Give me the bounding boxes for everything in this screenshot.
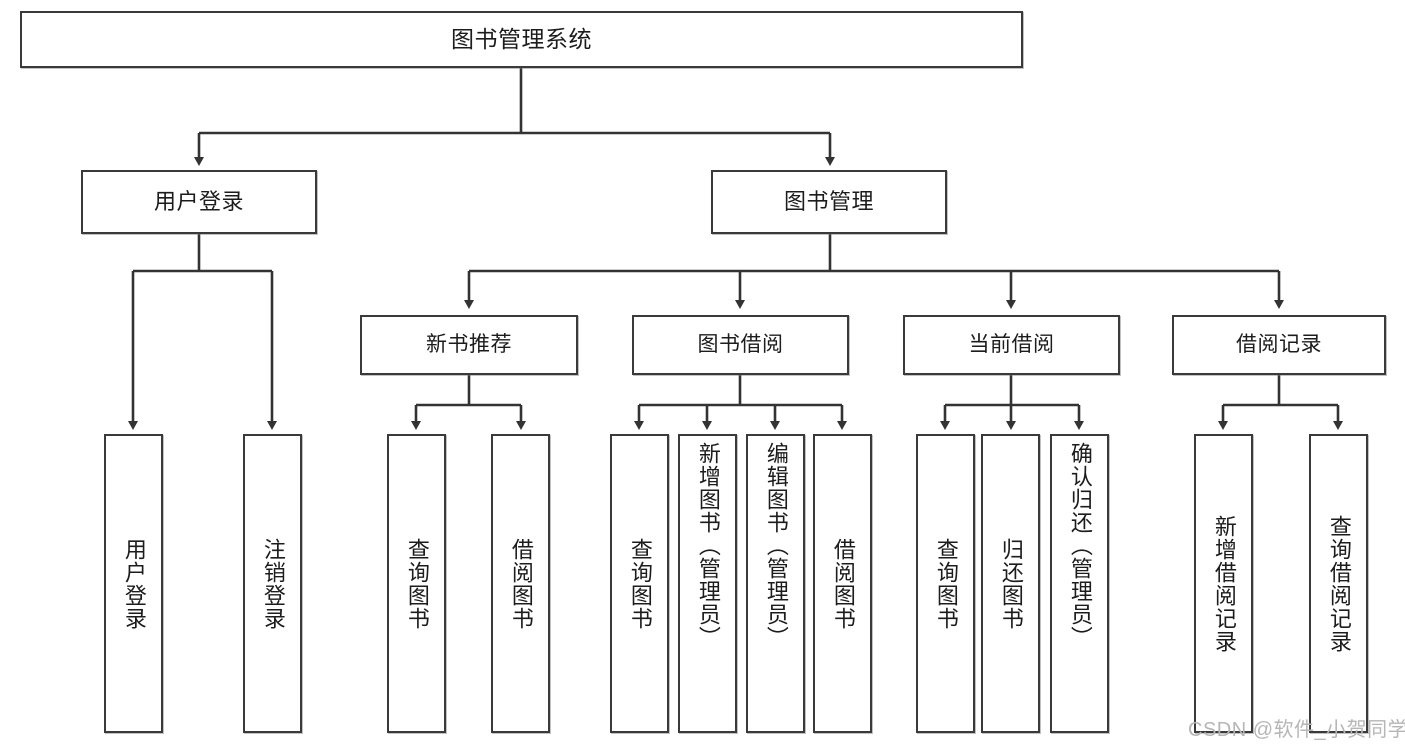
- node-label: 编辑图书（管理员）: [763, 442, 789, 649]
- leaf-book-borrow-borrow[interactable]: 借阅图书: [813, 434, 872, 733]
- leaf-current-borrow-confirm-return[interactable]: 确认归还（管理员）: [1050, 434, 1109, 733]
- node-book-management[interactable]: 图书管理: [711, 170, 947, 234]
- node-label: 当前借阅: [968, 332, 1055, 356]
- leaf-book-borrow-edit[interactable]: 编辑图书（管理员）: [746, 434, 805, 733]
- node-current-borrow[interactable]: 当前借阅: [903, 315, 1120, 375]
- node-label: 查询借阅记录: [1326, 514, 1352, 653]
- leaf-book-borrow-add[interactable]: 新增图书（管理员）: [678, 434, 737, 733]
- node-label: 新书推荐: [426, 332, 512, 356]
- node-label: 图书借阅: [697, 332, 784, 356]
- node-label: 查询图书: [404, 537, 430, 630]
- node-label: 借阅记录: [1236, 332, 1322, 356]
- node-label: 图书管理系统: [451, 26, 592, 53]
- node-label: 新增借阅记录: [1211, 514, 1237, 653]
- node-root-system[interactable]: 图书管理系统: [20, 11, 1023, 68]
- node-borrow-record[interactable]: 借阅记录: [1172, 315, 1386, 375]
- node-label: 查询图书: [627, 537, 653, 630]
- node-label: 借阅图书: [830, 537, 856, 630]
- node-label: 用户登录: [153, 189, 244, 215]
- node-label: 图书管理: [783, 189, 874, 215]
- leaf-book-borrow-query[interactable]: 查询图书: [610, 434, 669, 733]
- leaf-new-book-query[interactable]: 查询图书: [387, 434, 446, 733]
- leaf-current-borrow-query[interactable]: 查询图书: [916, 434, 975, 733]
- node-label: 确认归还（管理员）: [1067, 442, 1093, 649]
- node-label: 用户登录: [121, 537, 147, 630]
- leaf-current-borrow-return[interactable]: 归还图书: [981, 434, 1040, 733]
- leaf-user-login-login[interactable]: 用户登录: [104, 434, 163, 733]
- leaf-borrow-record-query[interactable]: 查询借阅记录: [1309, 434, 1368, 733]
- node-user-login[interactable]: 用户登录: [81, 170, 317, 234]
- node-label: 注销登录: [260, 537, 286, 630]
- node-new-book-recommend[interactable]: 新书推荐: [360, 315, 578, 375]
- leaf-borrow-record-add[interactable]: 新增借阅记录: [1194, 434, 1253, 733]
- leaf-user-login-logout[interactable]: 注销登录: [243, 434, 302, 733]
- node-book-borrow[interactable]: 图书借阅: [632, 315, 849, 375]
- leaf-new-book-borrow[interactable]: 借阅图书: [491, 434, 550, 733]
- node-label: 归还图书: [998, 537, 1024, 630]
- node-label: 借阅图书: [508, 537, 534, 630]
- node-label: 查询图书: [933, 537, 959, 630]
- node-label: 新增图书（管理员）: [695, 442, 721, 649]
